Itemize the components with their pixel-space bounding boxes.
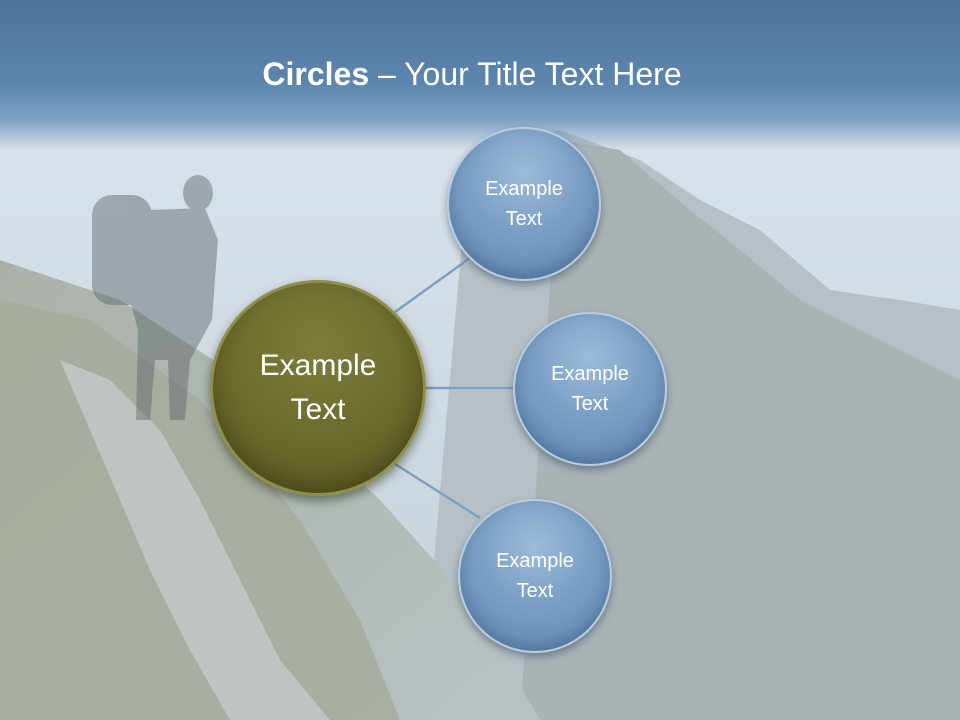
- node-circle-middle: Example Text: [513, 312, 667, 466]
- center-circle-line1: Example: [259, 349, 377, 382]
- node-middle-line1: Example: [551, 363, 629, 385]
- title-rest: – Your Title Text Here: [369, 56, 682, 92]
- center-circle-line2: Text: [290, 393, 346, 426]
- title-band: [0, 0, 960, 150]
- node-circle-bottom: Example Text: [458, 499, 612, 653]
- node-top-line2: Text: [505, 208, 543, 230]
- node-middle-line2: Text: [571, 393, 609, 415]
- center-circle: Example Text: [210, 280, 426, 496]
- connector-top: [394, 256, 471, 314]
- connector-bottom: [394, 462, 481, 520]
- node-circle-top: Example Text: [447, 127, 601, 281]
- node-bottom-line2: Text: [516, 580, 554, 602]
- node-top-line1: Example: [485, 178, 563, 200]
- title-bold: Circles: [262, 56, 370, 92]
- slide-title: Circles – Your Title Text Here: [0, 52, 944, 96]
- node-bottom-line1: Example: [496, 550, 574, 572]
